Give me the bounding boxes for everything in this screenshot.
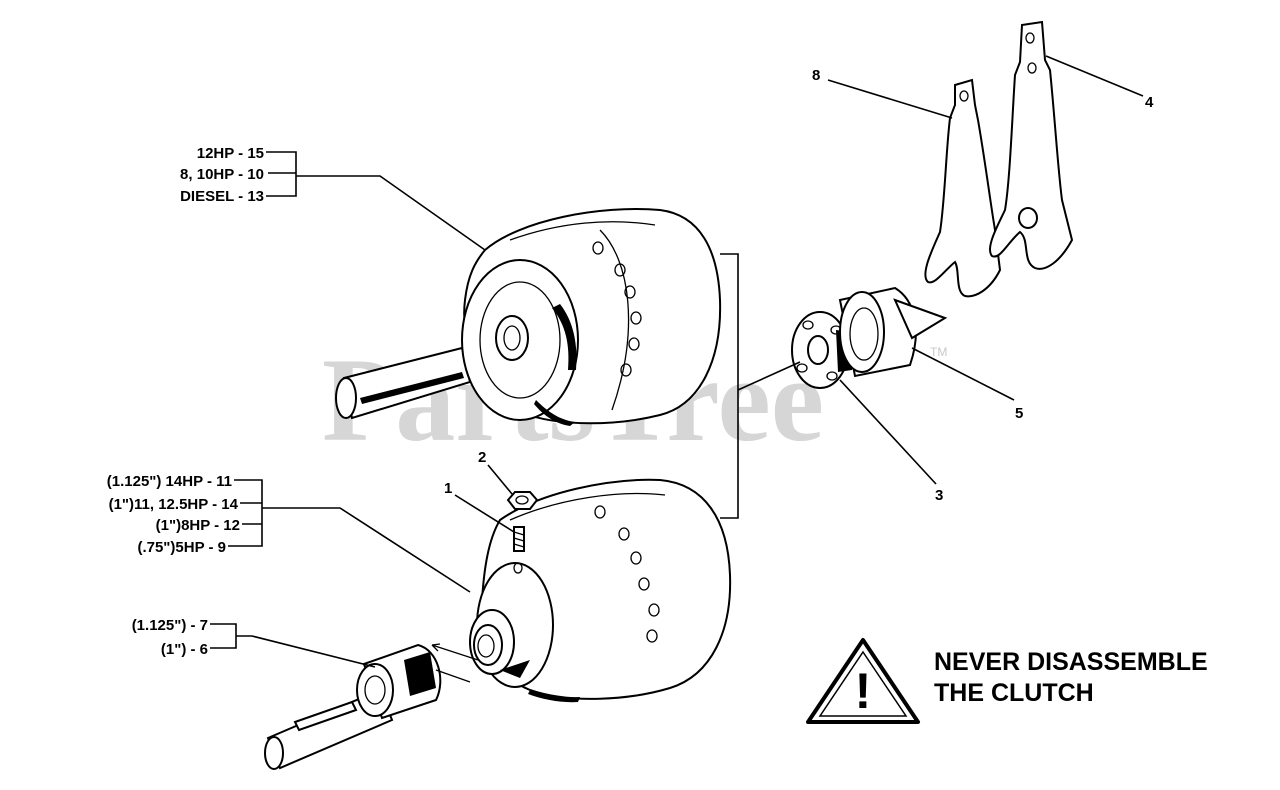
- upper-label-8-10hp: 8, 10HP - 10: [180, 166, 264, 183]
- warning-symbol: !: [855, 663, 872, 719]
- warning-triangle-icon: !: [806, 638, 920, 724]
- callout-4: 4: [1145, 94, 1154, 111]
- bushing-label-1: (1") - 6: [161, 641, 208, 658]
- lower-pulley: [469, 478, 732, 703]
- clutch-dog: [838, 286, 948, 378]
- shifter-fork-right: [989, 20, 1074, 270]
- shifter-fork-left: [924, 78, 1002, 298]
- callout-1: 1: [444, 480, 452, 497]
- warning-line-2: THE CLUTCH: [934, 679, 1094, 707]
- warning-line-1: NEVER DISASSEMBLE: [934, 648, 1208, 676]
- upper-label-12hp: 12HP - 15: [197, 145, 264, 162]
- callout-8: 8: [812, 67, 820, 84]
- upper-pulley: [335, 208, 722, 426]
- callout-2: 2: [478, 449, 486, 466]
- lower-label-5hp: (.75")5HP - 9: [137, 539, 226, 556]
- callout-5: 5: [1015, 405, 1023, 422]
- bushing-label-1125: (1.125") - 7: [132, 617, 208, 634]
- lower-label-8hp: (1")8HP - 12: [156, 517, 240, 534]
- callout-3: 3: [935, 487, 943, 504]
- upper-label-diesel: DIESEL - 13: [180, 188, 264, 205]
- lower-label-14hp: (1.125") 14HP - 11: [107, 473, 232, 490]
- lower-label-11-12hp: (1")11, 12.5HP - 14: [109, 496, 239, 513]
- set-screw: [513, 526, 525, 552]
- hex-nut: [506, 491, 539, 510]
- watermark-trademark: TM: [930, 345, 947, 359]
- shaft-bushing: [264, 643, 442, 770]
